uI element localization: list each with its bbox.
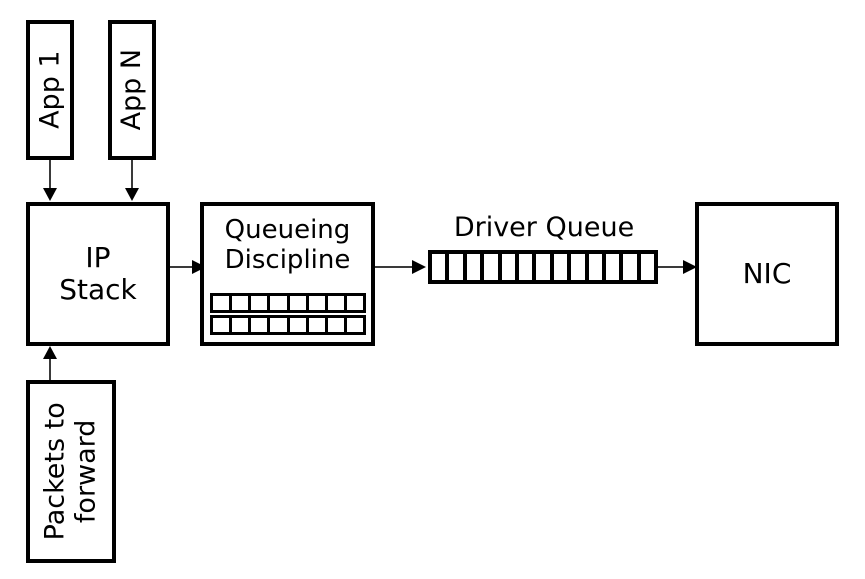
- node-app-n-label: App N: [116, 49, 148, 131]
- driver-queue-cell: [571, 254, 589, 280]
- qdisc-queue-cell: [213, 318, 233, 332]
- qdisc-queue-cell: [289, 296, 309, 310]
- node-app-1-label-wrap: App 1: [26, 20, 74, 160]
- qdisc-queue-cell: [213, 296, 233, 310]
- qdisc-queue-cell: [327, 296, 347, 310]
- qdisc-queue-cell: [346, 296, 363, 310]
- qdisc-queue-row-2: [210, 315, 366, 335]
- driver-queue-cell: [432, 254, 450, 280]
- edge-appn-to-ipstack-arrowhead: [125, 188, 139, 201]
- qdisc-queue-cell: [270, 296, 290, 310]
- node-app-1-label: App 1: [34, 50, 66, 130]
- edge-qdisc-to-driverqueue-arrowhead: [412, 260, 426, 274]
- qdisc-queue-cell: [308, 296, 328, 310]
- qdisc-queue-cell: [270, 318, 290, 332]
- driver-queue-cell: [623, 254, 641, 280]
- node-ip-stack-label: IP Stack: [59, 240, 137, 306]
- node-app-n: [108, 20, 156, 160]
- edge-driverqueue-to-nic-arrowhead: [683, 260, 697, 274]
- node-nic-label: NIC: [742, 256, 792, 290]
- driver-queue-cell: [640, 254, 655, 280]
- edge-forward-to-ipstack-arrowhead: [43, 346, 57, 359]
- qdisc-queue-cell: [251, 318, 271, 332]
- qdisc-queue-cell: [327, 318, 347, 332]
- node-app-n-label-wrap: App N: [108, 20, 156, 160]
- qdisc-queue-cell: [308, 318, 328, 332]
- driver-queue-cell: [518, 254, 537, 280]
- driver-queue-cell: [484, 254, 502, 280]
- qdisc-queue-cell: [289, 318, 309, 332]
- driver-queue-cell: [466, 254, 485, 280]
- node-packets-to-forward-label-wrap: Packets to forward: [26, 380, 116, 563]
- edge-forward-to-ipstack-line: [49, 358, 51, 382]
- edge-qdisc-to-driverqueue-line: [375, 266, 415, 268]
- driver-queue-cell: [588, 254, 606, 280]
- edge-app1-to-ipstack-line: [49, 160, 51, 190]
- driver-queue-cell: [449, 254, 467, 280]
- driver-queue-label: Driver Queue: [453, 212, 635, 244]
- edge-ipstack-to-qdisc-line: [170, 266, 196, 268]
- driver-queue-strip: [428, 250, 658, 284]
- node-queueing-discipline-label: Queueing Discipline: [224, 214, 351, 275]
- driver-queue-cell: [501, 254, 519, 280]
- qdisc-queue-cell: [232, 318, 252, 332]
- edge-driverqueue-to-nic-line: [658, 266, 688, 268]
- driver-queue-cell: [536, 254, 554, 280]
- qdisc-queue-cell: [251, 296, 271, 310]
- node-app-1: [26, 20, 74, 160]
- edge-app1-to-ipstack-arrowhead: [43, 188, 57, 201]
- node-nic: [695, 202, 839, 346]
- driver-queue-cell: [553, 254, 572, 280]
- qdisc-queue-cell: [346, 318, 363, 332]
- node-ip-stack: [26, 202, 170, 346]
- node-packets-to-forward-label: Packets to forward: [39, 402, 102, 541]
- driver-queue-cell: [605, 254, 624, 280]
- qdisc-queue-row-1: [210, 293, 366, 313]
- edge-appn-to-ipstack-line: [131, 160, 133, 190]
- node-packets-to-forward: [26, 380, 116, 563]
- qdisc-queue-cell: [232, 296, 252, 310]
